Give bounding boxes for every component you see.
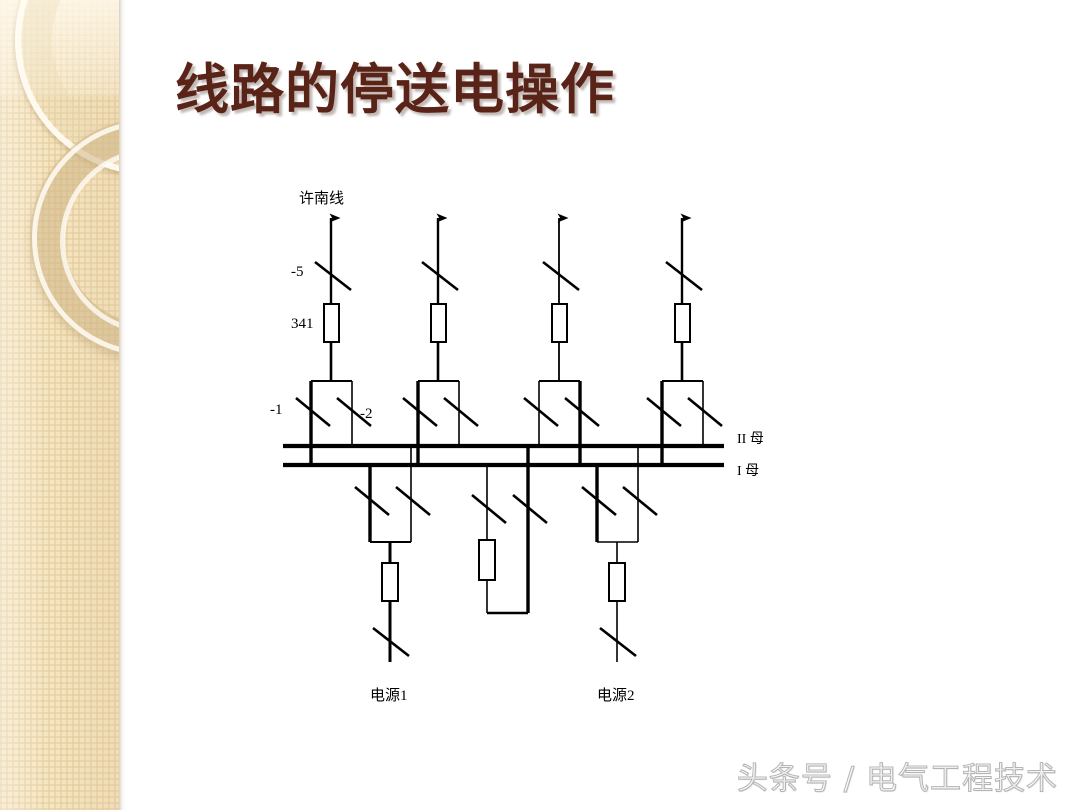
source-2-line-disconnector-blade <box>599 626 637 658</box>
feeder-1-bus2-disconnector-label: -2 <box>360 406 373 422</box>
feeder-1-circuit-breaker <box>323 303 340 343</box>
feeder-1-breaker-label: 341 <box>291 316 314 332</box>
feeder-1-bus1-disconnector-blade <box>295 396 331 428</box>
feeder-2-bus2-disconnector-blade <box>443 396 479 428</box>
feeder-1-name-label: 许南线 <box>299 190 344 207</box>
sidebar-edge-shadow <box>119 0 126 810</box>
source-bay-1: 电源1 <box>354 446 431 704</box>
source-1-line-disconnector-blade <box>372 626 410 658</box>
source-1-label: 电源1 <box>370 687 408 704</box>
feeder-1-bus2-disconnector-blade <box>336 396 372 428</box>
feeder-4-circuit-breaker <box>674 303 691 343</box>
busbar-ii-label: II 母 <box>737 432 764 447</box>
watermark-text: 头条号 / 电气工程技术 <box>736 761 1058 798</box>
feeder-bay-3 <box>523 213 600 465</box>
decorative-sidebar <box>0 0 119 810</box>
source-bay-2: 电源2 <box>581 446 658 704</box>
feeder-bay-2 <box>402 213 479 465</box>
bus-tie-bus1-disconnector-blade <box>471 493 507 525</box>
bus-tie-bay <box>471 446 548 615</box>
feeder-4-bus1-disconnector-blade <box>646 396 682 428</box>
busbar-i-label: I 母 <box>737 464 759 479</box>
source-1-circuit-breaker <box>381 562 399 602</box>
slide-title: 线路的停送电操作 <box>175 57 615 121</box>
source-1-bus2-disconnector-blade <box>395 485 431 517</box>
source-2-circuit-breaker <box>608 562 626 602</box>
feeder-4-bus2-disconnector-blade <box>687 396 723 428</box>
feeder-2-bus1-disconnector-blade <box>402 396 438 428</box>
source-1-bus1-disconnector-blade <box>354 485 390 517</box>
feeder-bay-1: -5 341 -1 -2 许南线 <box>270 190 373 465</box>
bus-tie-circuit-breaker <box>478 539 496 581</box>
feeder-1-line-disconnector-blade <box>314 260 352 292</box>
source-2-bus2-disconnector-blade <box>622 485 658 517</box>
feeder-3-bus2-disconnector-blade <box>523 396 559 428</box>
feeder-3-line-disconnector-blade <box>542 260 580 292</box>
feeder-4-line-disconnector-blade <box>665 260 703 292</box>
source-2-label: 电源2 <box>597 687 635 704</box>
bus-tie-bus2-disconnector-blade <box>512 493 548 525</box>
feeder-3-bus1-disconnector-blade <box>564 396 600 428</box>
source-2-bus1-disconnector-blade <box>581 485 617 517</box>
feeder-1-line-disconnector-label: -5 <box>291 264 304 280</box>
feeder-2-circuit-breaker <box>430 303 447 343</box>
feeder-1-bus1-disconnector-label: -1 <box>270 402 283 418</box>
feeder-3-circuit-breaker <box>551 303 568 343</box>
feeder-2-line-disconnector-blade <box>421 260 459 292</box>
feeder-bay-4 <box>646 213 723 465</box>
